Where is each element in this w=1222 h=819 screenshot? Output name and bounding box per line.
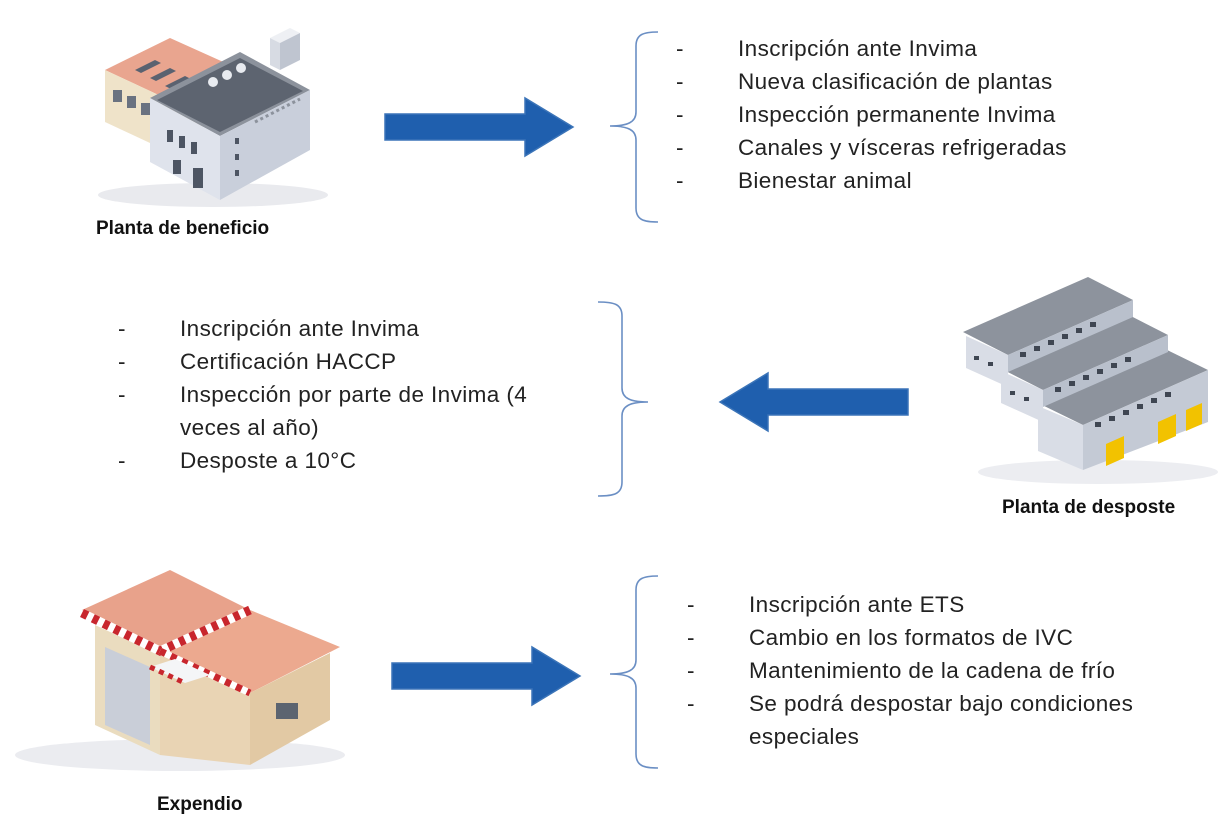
- list-item-text: Bienestar animal: [738, 168, 912, 193]
- list-bullet: -: [676, 135, 684, 160]
- list-bullet: -: [676, 69, 684, 94]
- list-item: - Canales y vísceras refrigeradas: [676, 131, 1176, 164]
- list-item: - Certificación HACCP: [118, 345, 558, 378]
- right-arrow-icon: [384, 96, 575, 158]
- factory-building-icon: [98, 28, 328, 207]
- list-item: - Nueva clasificación de plantas: [676, 65, 1176, 98]
- warehouse-building-icon: [963, 277, 1218, 484]
- list-bullet: -: [676, 168, 684, 193]
- list-item-text: Certificación HACCP: [180, 349, 397, 374]
- list-item-text: Desposte a 10°C: [180, 448, 357, 473]
- list-item-text: Canales y vísceras refrigeradas: [738, 135, 1067, 160]
- requirements-list: - Inscripción ante ETS - Cambio en los for…: [687, 588, 1187, 753]
- list-item-text: Inscripción ante Invima: [738, 36, 978, 61]
- list-item: - Inscripción ante ETS: [687, 588, 1187, 621]
- list-item-text: Nueva clasificación de plantas: [738, 69, 1053, 94]
- right-arrow-icon: [391, 645, 582, 707]
- list-bullet: -: [687, 625, 695, 650]
- list-bullet: -: [118, 349, 126, 374]
- list-item-text: Cambio en los formatos de IVC: [749, 625, 1074, 650]
- list-item: - Inscripción ante Invima: [118, 312, 558, 345]
- list-item: - Inspección por parte de Invima (4 veces…: [118, 378, 558, 444]
- list-item: - Desposte a 10°C: [118, 444, 558, 477]
- list-item-text: Inscripción ante ETS: [749, 592, 965, 617]
- list-bullet: -: [687, 691, 695, 716]
- list-item: - Mantenimiento de la cadena de frío: [687, 654, 1187, 687]
- list-item: - Se podrá despostar bajo condiciones esp…: [687, 687, 1187, 753]
- list-item-text: Inscripción ante Invima: [180, 316, 420, 341]
- requirements-list: - Inscripción ante Invima - Certificación …: [118, 312, 558, 477]
- list-item-text: Se podrá despostar bajo condiciones espe…: [749, 691, 1134, 749]
- brace-icon: [597, 301, 649, 497]
- list-item: - Bienestar animal: [676, 164, 1176, 197]
- list-bullet: -: [687, 658, 695, 683]
- list-item-text: Inspección permanente Invima: [738, 102, 1056, 127]
- stage-caption: Planta de desposte: [1002, 497, 1176, 518]
- list-bullet: -: [118, 316, 126, 341]
- list-item: - Inscripción ante Invima: [676, 32, 1176, 65]
- list-item: - Cambio en los formatos de IVC: [687, 621, 1187, 654]
- list-item: - Inspección permanente Invima: [676, 98, 1176, 131]
- list-bullet: -: [676, 36, 684, 61]
- brace-icon: [609, 31, 659, 223]
- brace-icon: [609, 575, 659, 769]
- list-bullet: -: [676, 102, 684, 127]
- list-bullet: -: [687, 592, 695, 617]
- list-bullet: -: [118, 382, 126, 407]
- list-item-text: Mantenimiento de la cadena de frío: [749, 658, 1116, 683]
- left-arrow-icon: [718, 371, 909, 433]
- shop-building-icon: [15, 570, 345, 771]
- stage-caption: Expendio: [157, 794, 243, 815]
- list-bullet: -: [118, 448, 126, 473]
- list-item-text: Inspección por parte de Invima (4 veces …: [180, 382, 528, 440]
- stage-caption: Planta de beneficio: [96, 218, 270, 239]
- requirements-list: - Inscripción ante Invima - Nueva clasific…: [676, 32, 1176, 197]
